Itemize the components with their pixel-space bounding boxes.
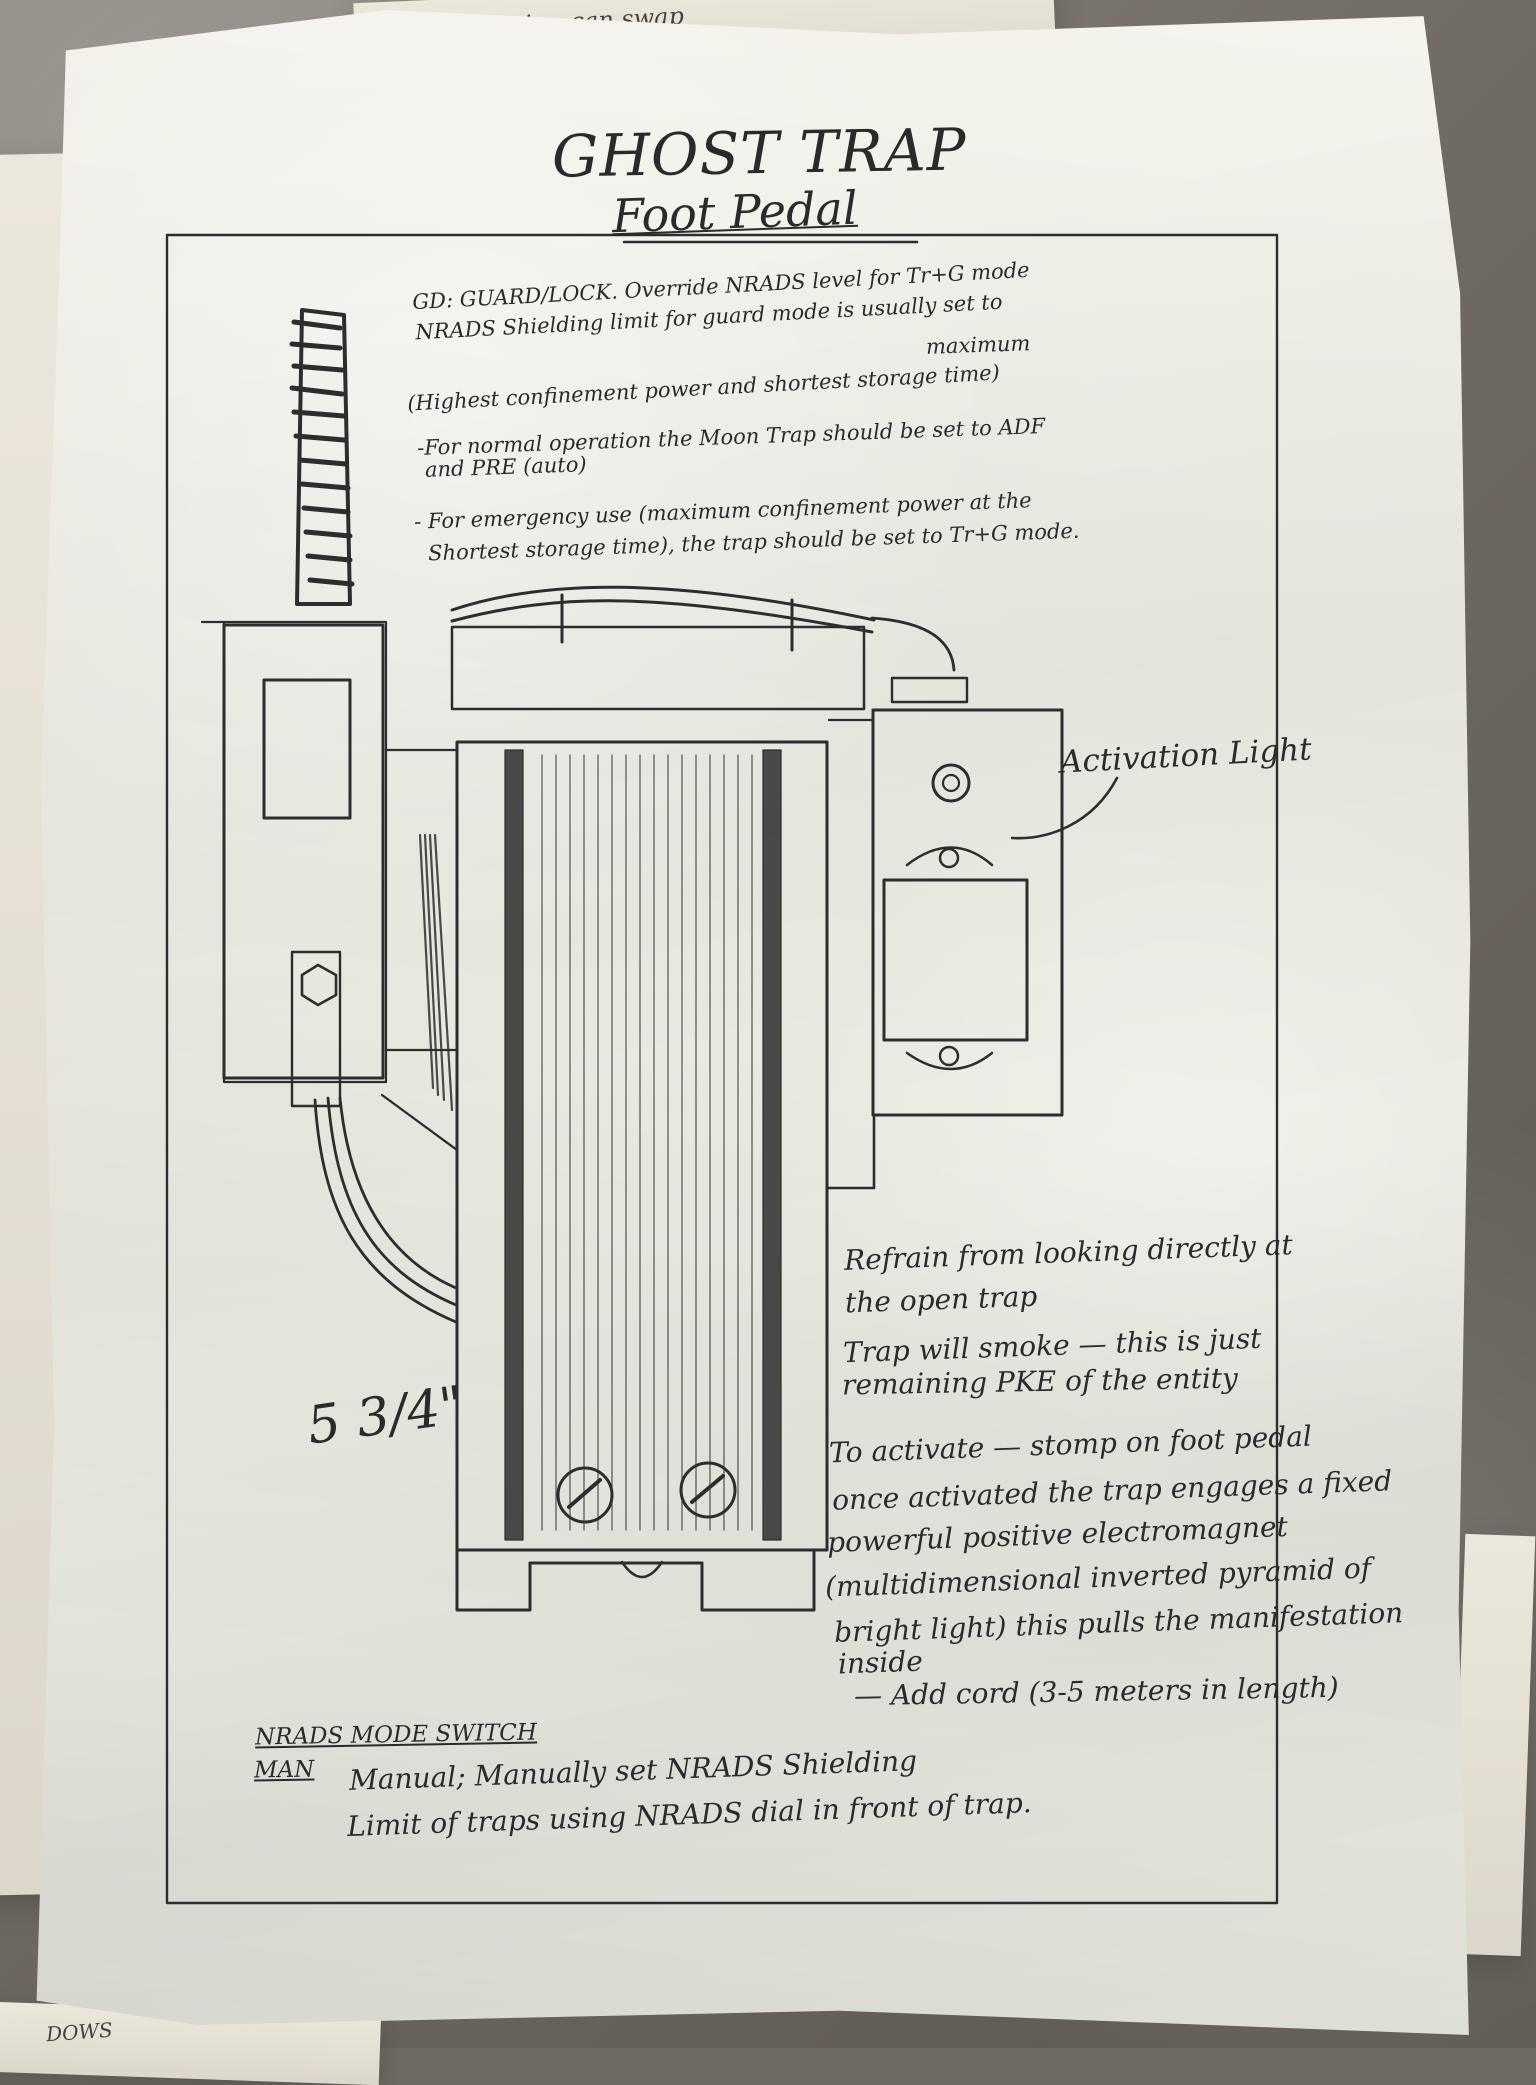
mode-switch-label: MAN <box>253 1756 315 1784</box>
cable-bundle <box>313 1096 458 1324</box>
blueprint-paper: GHOST TRAP Foot Pedal GD: GUARD/LOCK. Ov… <box>36 10 1471 2035</box>
activation-light-leader <box>1010 776 1119 840</box>
bottom-foot <box>455 1548 816 1612</box>
side-box <box>222 623 385 1080</box>
mode-switch-title: NRADS MODE SWITCH <box>254 1719 538 1751</box>
note-right-line-10: inside <box>837 1644 924 1681</box>
outer-frame <box>165 233 1279 1905</box>
center-right-extension <box>825 740 876 1190</box>
background-note-bottom: DOWS <box>45 2017 114 2047</box>
connector-pin <box>890 676 969 704</box>
side-bracket <box>200 620 388 1084</box>
left-rail <box>504 749 524 1541</box>
pedal-plate <box>882 878 1029 1042</box>
motion-strokes <box>418 833 454 1112</box>
top-handle <box>450 585 876 652</box>
center-ribs <box>541 754 753 1531</box>
page-title: GHOST TRAP <box>551 115 968 191</box>
hex-nut <box>300 963 338 1007</box>
note-right-line-2: the open trap <box>844 1279 1038 1320</box>
side-window <box>262 678 352 820</box>
note-right-line-4: remaining PKE of the entity <box>841 1361 1239 1402</box>
light-panel <box>871 708 1064 1117</box>
top-handle-base <box>450 625 866 711</box>
foot-pedal-sketch <box>165 233 1279 1905</box>
note-top-line-3: maximum <box>925 331 1031 359</box>
page-subtitle: Foot Pedal <box>611 180 859 244</box>
left-screw <box>556 1466 614 1524</box>
right-screw <box>679 1461 737 1519</box>
coil-hose <box>295 308 352 606</box>
handle-cable <box>870 616 956 672</box>
center-stud <box>620 1560 664 1579</box>
right-rail <box>762 749 782 1541</box>
left-support <box>380 748 459 1152</box>
activation-light <box>931 763 971 803</box>
